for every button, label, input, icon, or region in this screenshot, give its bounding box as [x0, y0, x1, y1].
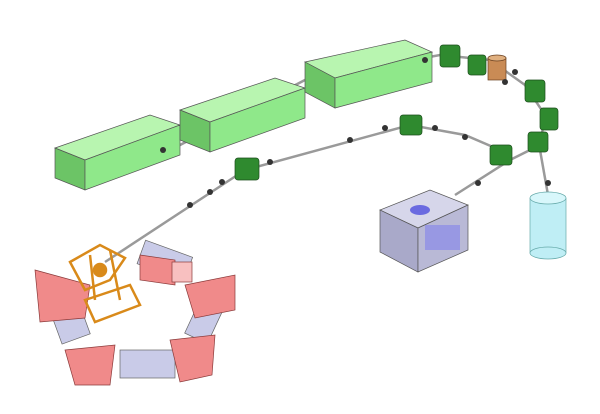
beam-dump-cylinder: [529, 191, 567, 260]
electron-source: [487, 54, 507, 81]
cryomodule-3: [303, 39, 434, 109]
cryomodule-1: [53, 114, 182, 191]
storage-ring: [34, 239, 236, 386]
cryomodule-2: [178, 77, 307, 153]
cryomodules: [53, 39, 434, 191]
target-chamber: [379, 189, 469, 273]
bend-magnets: [234, 44, 559, 181]
injector-structure: [68, 243, 142, 324]
ring-kicker: [171, 261, 193, 283]
beamline-components: [160, 57, 551, 208]
ring-dipoles: [34, 254, 236, 386]
